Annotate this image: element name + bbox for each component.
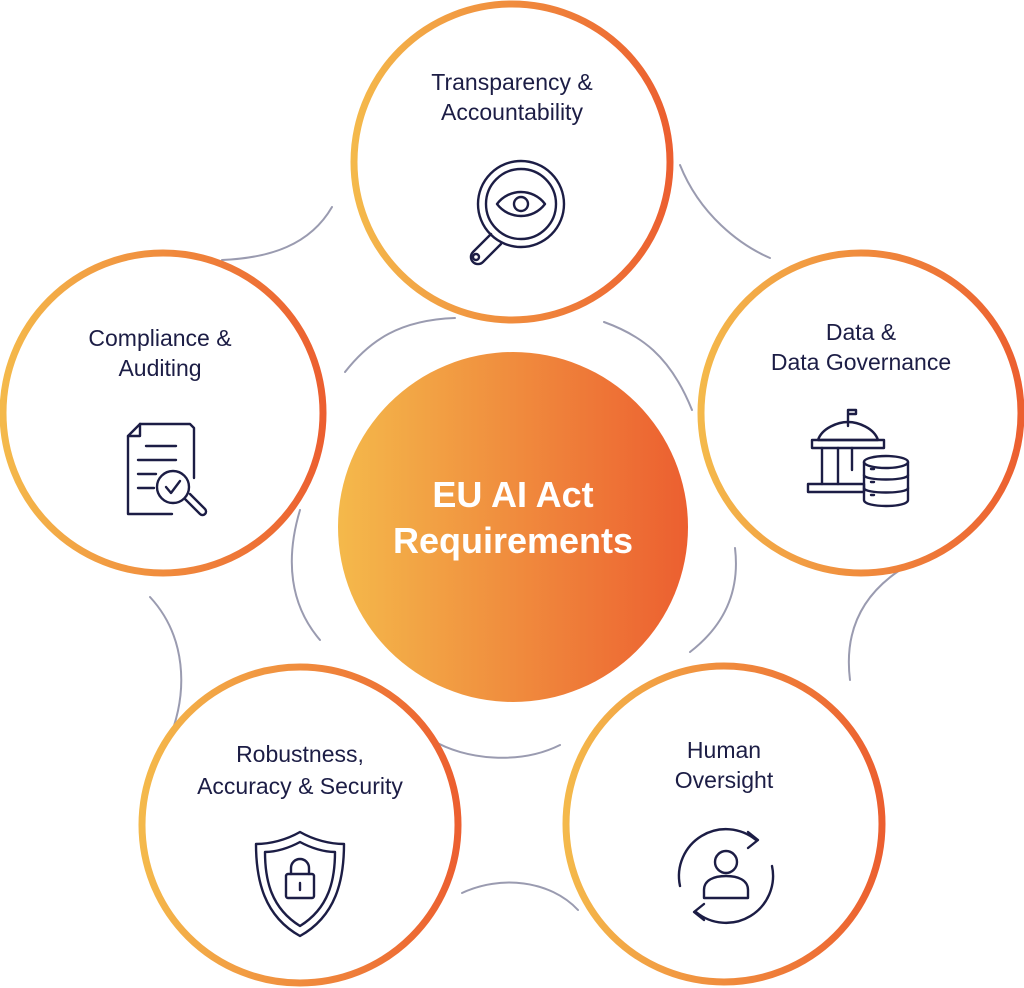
person-cycle-icon — [677, 827, 775, 925]
connector-curve — [149, 596, 183, 743]
node-label-line1: Transparency & — [431, 69, 593, 95]
ring — [562, 662, 886, 986]
node-label-line1: Compliance & — [88, 325, 231, 351]
center-title-line1: EU AI Act — [432, 474, 593, 515]
connectors — [149, 164, 901, 911]
node-label-line1: Robustness, — [236, 741, 364, 767]
center-node: EU AI Act Requirements — [338, 352, 688, 702]
node-label-line1: Data & — [826, 319, 896, 345]
ring — [0, 249, 327, 577]
magnifier-eye-icon — [469, 159, 566, 266]
connector-curve — [603, 321, 693, 411]
node-label-line2: Accuracy & Security — [197, 773, 403, 799]
connector-curve — [431, 739, 561, 759]
document-check-icon — [126, 422, 208, 517]
node-robustness: Robustness, Accuracy & Security — [138, 663, 462, 987]
node-label-line2: Oversight — [675, 767, 774, 793]
building-database-icon — [806, 408, 910, 508]
connector-curve — [290, 509, 321, 641]
node-compliance: Compliance & Auditing — [0, 249, 327, 577]
connector-curve — [679, 164, 771, 259]
shield-lock-icon — [254, 830, 346, 938]
node-label-line2: Data Governance — [771, 349, 951, 375]
node-label-line1: Human — [687, 737, 761, 763]
node-human-oversight: Human Oversight — [562, 662, 886, 986]
connector-curve — [344, 317, 456, 373]
connector-curve — [689, 547, 737, 653]
node-label-line2: Auditing — [118, 355, 201, 381]
node-label-line2: Accountability — [441, 99, 583, 125]
ring — [138, 663, 462, 987]
connector-curve — [461, 881, 579, 911]
ring — [697, 249, 1024, 577]
connector-curve — [221, 206, 333, 261]
node-data-governance: Data & Data Governance — [697, 249, 1024, 577]
connector-curve — [847, 569, 901, 681]
center-title-line2: Requirements — [393, 520, 633, 561]
node-transparency: Transparency & Accountability — [350, 0, 674, 324]
center-circle — [338, 352, 688, 702]
